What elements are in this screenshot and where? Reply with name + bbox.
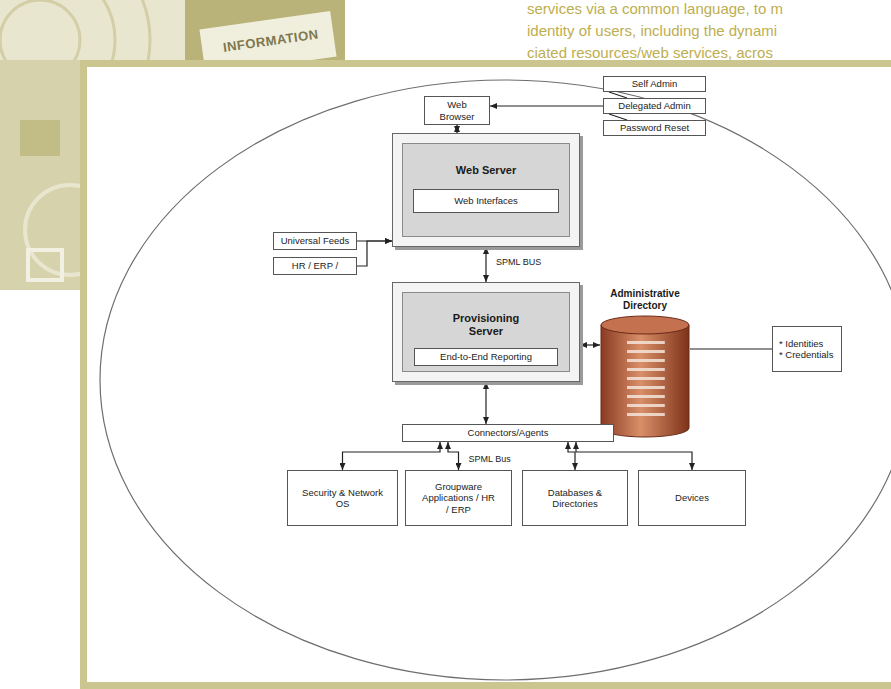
record-line (627, 350, 665, 353)
record-line (627, 413, 665, 416)
connector (343, 442, 441, 470)
cylinder-body (601, 325, 689, 437)
connector-box: Connectors/Agents (402, 424, 614, 442)
record-line (627, 359, 665, 362)
bus-label: SPML BUS (494, 257, 543, 268)
bus-label: SPML Bus (467, 454, 513, 465)
record-line (627, 395, 665, 398)
node-label: Web Browser (429, 99, 485, 122)
connector (357, 241, 392, 266)
node-label: Security & Network OS (302, 487, 383, 510)
server-box: Provisioning ServerEnd-to-End Reporting (392, 282, 580, 382)
module-box: End-to-End Reporting (414, 348, 558, 366)
node-heading: Administrative Directory (600, 288, 690, 312)
body-text: identity of users, including the dynami (527, 22, 777, 40)
system-boundary (100, 80, 891, 680)
node-label: * Identities (779, 338, 823, 349)
node-label: Connectors/Agents (468, 427, 549, 438)
target-box: Security & Network OS (287, 470, 398, 526)
photo-block (28, 250, 62, 280)
photo-strip (0, 60, 80, 290)
record-line (627, 404, 665, 407)
node-label: End-to-End Reporting (440, 351, 532, 362)
server-box: Web ServerWeb Interfaces (392, 133, 580, 247)
node-label: Groupware Applications / HR / ERP (420, 481, 497, 515)
connector (448, 442, 459, 470)
connector (568, 442, 575, 470)
connector (576, 442, 692, 470)
data-list: * Identities* Credentials (772, 326, 842, 372)
client-box: Web Browser (424, 96, 490, 125)
node-heading: Web Server (411, 164, 561, 177)
connector (456, 125, 457, 133)
module-box: Web Interfaces (413, 189, 559, 213)
target-box: Groupware Applications / HR / ERP (405, 470, 512, 526)
node-label: Databases & Directories (537, 487, 613, 510)
feed-box: Universal Feeds (273, 232, 357, 250)
admin-option: Password Reset (603, 120, 706, 136)
target-box: Databases & Directories (522, 470, 628, 526)
node-label: Self Admin (632, 78, 677, 89)
panel-frame (84, 64, 891, 686)
record-line (627, 341, 665, 344)
connector (485, 382, 486, 424)
record-line (627, 368, 665, 371)
admin-option: Delegated Admin (603, 98, 706, 114)
body-text: services via a common language, to m (527, 0, 783, 18)
record-line (627, 386, 665, 389)
target-box: Devices (638, 470, 746, 526)
node-label: Delegated Admin (618, 100, 690, 111)
feed-box: HR / ERP / (273, 257, 357, 275)
connector (485, 247, 486, 282)
node-label: Universal Feeds (281, 235, 350, 246)
node-label: * Credentials (779, 349, 833, 360)
connector (580, 344, 600, 345)
node-label: Password Reset (620, 122, 689, 133)
node-label: Web Interfaces (454, 195, 518, 206)
photo-block (20, 120, 60, 156)
database-cylinder: Administrative Directory (600, 288, 690, 438)
record-line (627, 377, 665, 380)
node-label: HR / ERP / (292, 260, 338, 271)
cylinder-top (601, 316, 689, 334)
connector (690, 348, 772, 349)
body-text: ciated resources/web services, acros (527, 44, 773, 62)
node-heading: Provisioning Server (444, 312, 528, 338)
connector (490, 105, 603, 106)
admin-option: Self Admin (603, 76, 706, 92)
node-label: Devices (675, 492, 709, 503)
